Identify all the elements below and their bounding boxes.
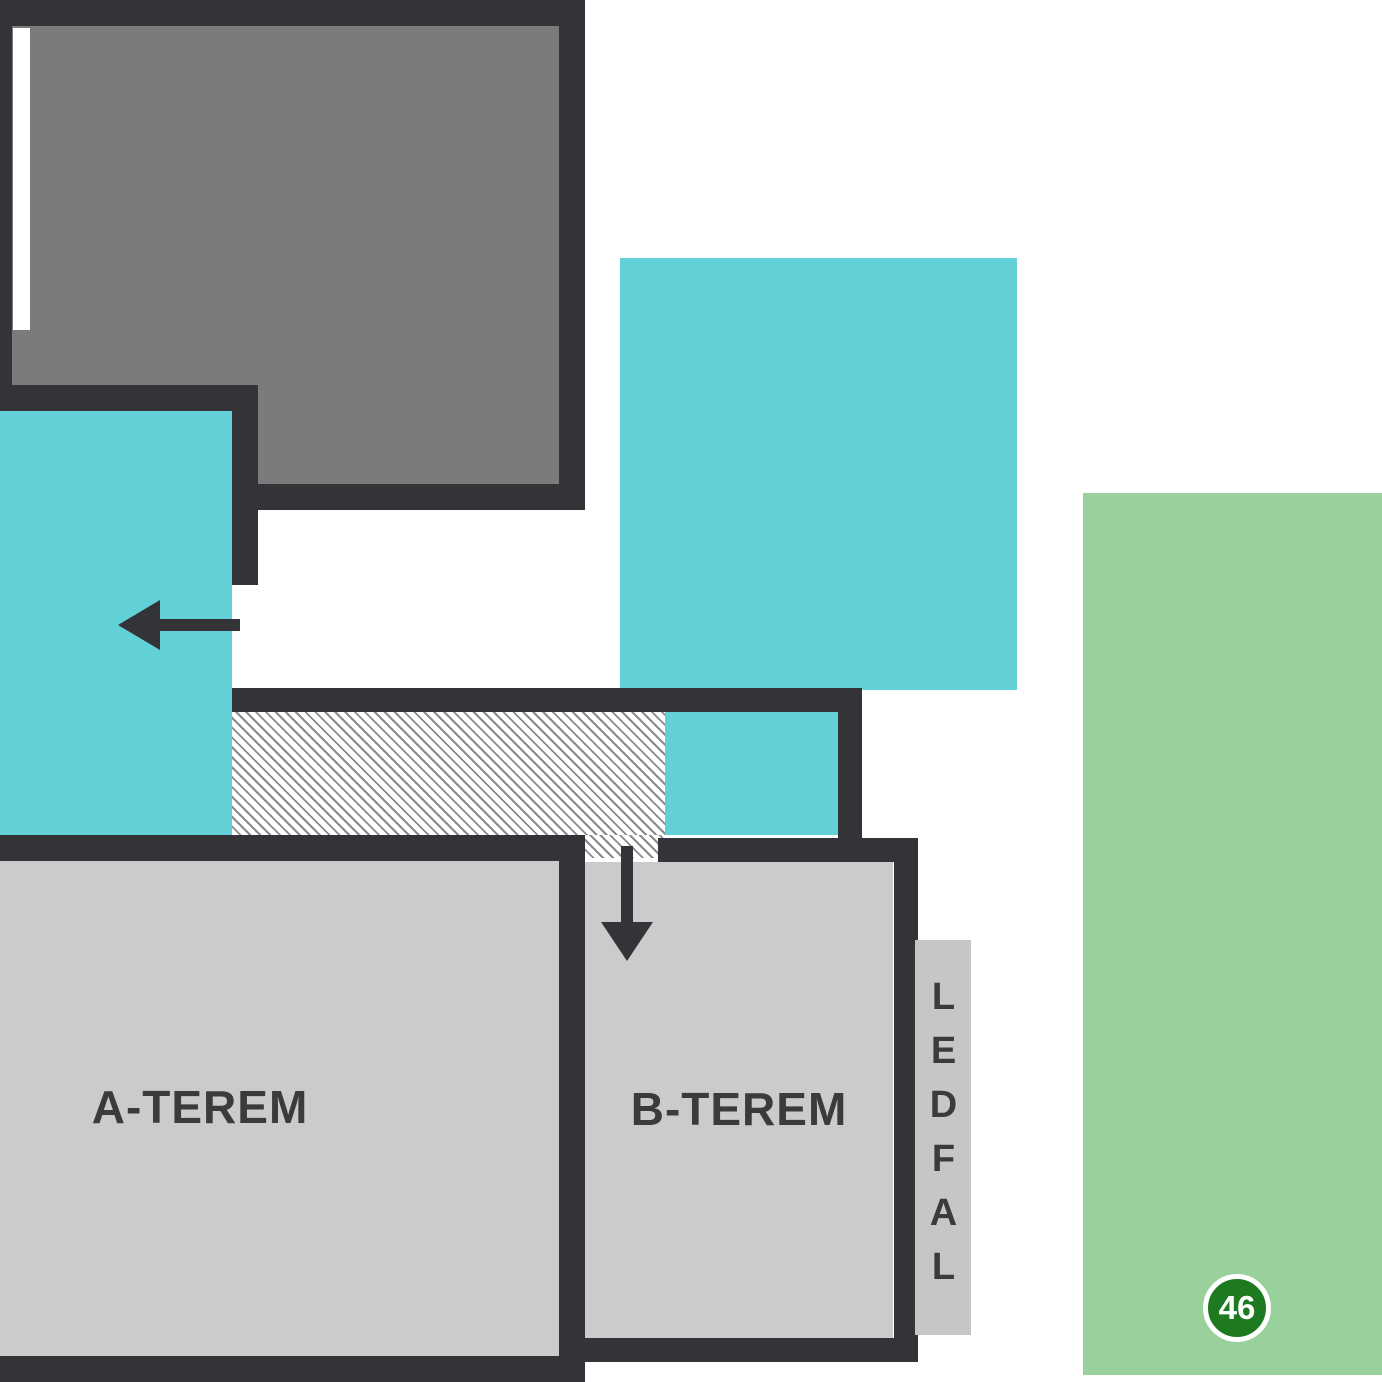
wall-corridor-top (232, 688, 860, 712)
room-a-wall-right (559, 835, 585, 1382)
area-cyan-large (620, 258, 1017, 690)
led-wall-label: LEDFAL (922, 975, 965, 1300)
marker-46-number: 46 (1218, 1289, 1256, 1326)
room-b-wall-top (658, 838, 918, 862)
hatched-passage (232, 712, 665, 835)
led-wall: LEDFAL (915, 940, 971, 1335)
dark-room-wall-gap (13, 28, 30, 330)
room-a-fill (0, 861, 559, 1356)
arrow-down-icon (601, 846, 653, 961)
wall-horizontal-step (0, 385, 258, 411)
room-b-wall-right (894, 838, 918, 1362)
room-a-wall-bottom (0, 1356, 585, 1382)
room-a-wall-top (0, 835, 585, 861)
wall-corridor-right (838, 688, 862, 838)
room-b-wall-bottom (585, 1338, 918, 1362)
room-a-label: A-TEREM (91, 1081, 309, 1133)
room-b-label: B-TEREM (630, 1083, 848, 1135)
wall-vertical-door (232, 385, 258, 585)
arrow-left-icon (118, 600, 240, 650)
marker-46[interactable]: 46 (1203, 1274, 1271, 1342)
area-cyan-small (665, 712, 838, 835)
area-green (1083, 493, 1382, 1375)
